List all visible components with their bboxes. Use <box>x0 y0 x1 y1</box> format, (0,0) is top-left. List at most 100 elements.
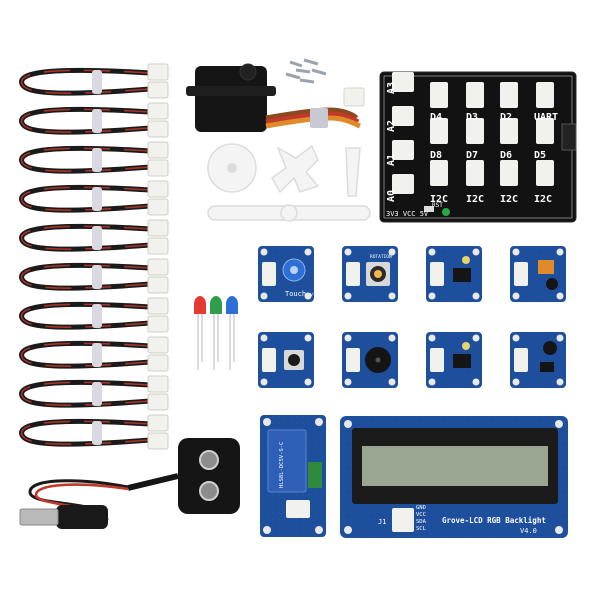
grove-cable <box>19 141 169 177</box>
grove-port <box>430 82 448 108</box>
grove-cable <box>19 375 169 411</box>
cable-tie <box>92 226 102 250</box>
servo-motor <box>186 63 365 132</box>
grove-port <box>466 160 484 186</box>
grove-plug <box>147 141 169 159</box>
lcd-module-version: V4.0 <box>520 527 537 535</box>
grove-cable <box>19 219 169 255</box>
shield-port-label: A3 <box>386 82 397 94</box>
grove-plug <box>147 414 169 432</box>
cable-tie <box>92 382 102 406</box>
shield-port-label: I2C <box>534 194 552 205</box>
grove-port <box>536 160 554 186</box>
lcd-pin-label: VCC <box>416 512 426 518</box>
grove-port <box>392 106 414 126</box>
cable-tie <box>92 421 102 445</box>
grove-port <box>392 174 414 194</box>
battery-snap-terminal <box>199 481 219 501</box>
grove-cable <box>19 63 169 99</box>
battery-snap-terminal <box>199 450 219 470</box>
cable-tie <box>92 70 102 94</box>
grove-port <box>500 82 518 108</box>
lcd-connector-label: J1 <box>378 518 386 526</box>
grove-plug <box>147 432 169 450</box>
grove-connector <box>514 348 528 372</box>
grove-plug <box>147 276 169 294</box>
cable-tie <box>92 343 102 367</box>
grove-plug <box>147 237 169 255</box>
grove-port <box>430 160 448 186</box>
cable-tie <box>92 148 102 172</box>
shield-port-label: A1 <box>386 154 397 166</box>
shield-port-label: D8 <box>430 150 442 161</box>
grove-port <box>466 118 484 144</box>
grove-port <box>500 160 518 186</box>
shield-port-label: A2 <box>386 120 397 132</box>
shield-port-label: I2C <box>430 194 448 205</box>
cable-tie <box>92 187 102 211</box>
grove-plug <box>147 159 169 177</box>
rotation-sensor-label: ROTATION <box>370 254 392 260</box>
shield-port-label: D3 <box>466 112 478 123</box>
grove-connector <box>346 262 360 286</box>
cable-tie <box>92 109 102 133</box>
grove-cable <box>19 258 169 294</box>
grove-connector <box>346 348 360 372</box>
grove-plug <box>147 219 169 237</box>
grove-plug <box>147 63 169 81</box>
touch-sensor-module <box>258 246 314 302</box>
touch-sensor-version: v1.1 <box>310 292 322 298</box>
grove-cable <box>19 180 169 216</box>
lcd-module-name: Grove-LCD RGB Backlight <box>442 516 546 525</box>
power-led <box>442 208 450 216</box>
rotary-angle-sensor-module <box>342 246 398 302</box>
grove-connector <box>430 262 444 286</box>
light-sensor-module <box>426 246 482 302</box>
relay-component <box>267 429 307 493</box>
battery-clip-body <box>178 438 240 514</box>
grove-connector <box>430 348 444 372</box>
temperature-sensor-module <box>426 332 482 388</box>
shield-port-label: D5 <box>534 150 546 161</box>
shield-port-label: UART <box>534 112 558 123</box>
grove-connector <box>392 508 414 532</box>
green-led <box>210 296 222 370</box>
servo-horns <box>207 143 371 222</box>
grove-cable <box>19 297 169 333</box>
blue-led <box>226 296 238 370</box>
grove-port <box>536 82 554 108</box>
grove-port <box>466 82 484 108</box>
lcd-pin-label: SCL <box>416 526 427 532</box>
grove-plug <box>147 315 169 333</box>
relay-module: HLS8L-DC5V-S-C <box>260 415 326 537</box>
grove-cable <box>19 102 169 138</box>
grove-connector <box>262 348 276 372</box>
cable-tie <box>92 265 102 289</box>
shield-port-label: D7 <box>466 150 478 161</box>
grove-plug <box>147 336 169 354</box>
grove-port <box>536 118 554 144</box>
mounting-screws <box>285 58 327 84</box>
grove-plug <box>147 393 169 411</box>
button-module <box>258 332 314 388</box>
grove-plug <box>147 120 169 138</box>
red-led <box>194 296 206 370</box>
grove-port <box>430 118 448 144</box>
grove-plug <box>147 354 169 372</box>
grove-connector <box>286 500 310 518</box>
grove-plug <box>147 375 169 393</box>
buzzer-module <box>342 332 398 388</box>
power-selector-label: 3V3 VCC 5V <box>386 210 429 218</box>
grove-port <box>500 118 518 144</box>
grove-plug <box>147 81 169 99</box>
cable-tie <box>92 304 102 328</box>
barrel-jack-plug <box>19 505 109 529</box>
shield-port-label: D2 <box>500 112 512 123</box>
single-arm-servo-horn <box>345 147 361 197</box>
leds <box>194 296 238 370</box>
lcd-pin-label: SDA <box>416 519 427 525</box>
shield-port-label: I2C <box>466 194 484 205</box>
